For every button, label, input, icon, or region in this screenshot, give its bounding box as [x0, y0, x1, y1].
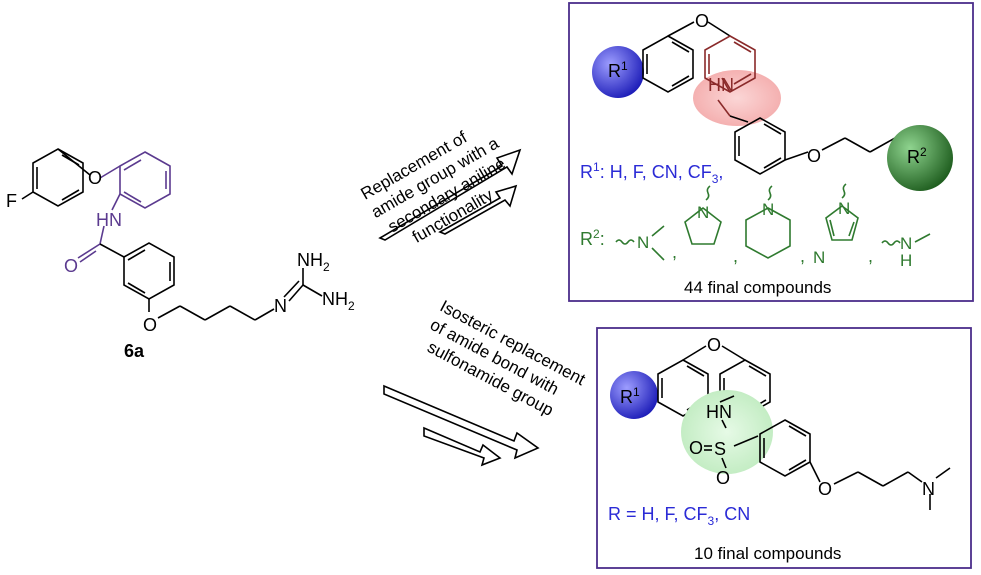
top-r2-prefix: R2: [580, 227, 605, 249]
r2-comma-4: , [868, 246, 873, 266]
lead-atom-co: O [64, 256, 78, 276]
bottom-atom-hn: HN [706, 402, 732, 422]
r2-n-pyrrolidine: N [697, 203, 709, 222]
bottom-result-box [596, 327, 972, 569]
bottom-box-structure [610, 345, 951, 510]
top-arrow-small [438, 184, 518, 235]
lead-compound [21, 148, 323, 321]
bottom-arrow-large [383, 384, 540, 460]
lead-atom-f: F [6, 191, 17, 211]
bottom-r-substituents: R = H, F, CF3, CN [608, 504, 750, 528]
bottom-atom-ether-o: O [818, 479, 832, 499]
lead-atom-ether-o: O [143, 315, 157, 335]
lead-atom-n: N [274, 296, 287, 316]
top-r1-label: R1 [608, 59, 628, 81]
r2-comma-3: , [800, 246, 805, 266]
r2-option-dimethylamine [615, 225, 665, 261]
lead-atom-nh: HN [96, 210, 122, 230]
r2-comma-1: , [672, 242, 677, 262]
compound-label-6a: 6a [124, 341, 145, 361]
bottom-atom-o1: O [689, 438, 703, 458]
lead-atom-nh2-top: NH2 [297, 250, 330, 274]
bottom-r1-label: R1 [620, 385, 640, 407]
top-box-structure [592, 21, 953, 191]
top-r2-label: R2 [907, 145, 927, 167]
r2-option-pyrrolidine [684, 185, 722, 245]
bottom-atom-n: N [922, 479, 935, 499]
r2-n-dimethyl: N [637, 233, 649, 252]
r2-h-methylamine: H [900, 251, 912, 270]
bottom-route-caption: Isosteric replacement of amide bond with… [424, 297, 588, 420]
bottom-atom-s: S [714, 439, 726, 459]
r2-n-methylamine: N [900, 234, 912, 253]
top-atom-ether-o: O [807, 146, 821, 166]
top-atom-o: O [695, 11, 709, 31]
lead-atom-nh2-bot: NH2 [322, 289, 355, 313]
top-arrow-large [378, 148, 522, 241]
top-atom-hn: HN [708, 75, 734, 95]
r2-n-piperidine: N [762, 200, 774, 219]
r2-option-piperidine [745, 185, 791, 259]
r2-option-methylamine [881, 233, 931, 246]
top-compound-count: 44 final compounds [684, 278, 831, 297]
bottom-arrow-small [423, 426, 502, 467]
bottom-atom-o2: O [716, 468, 730, 488]
top-r1-substituents: R1: H, F, CN, CF3, [580, 160, 723, 186]
r2-n-imidazole-3: N [813, 248, 825, 267]
r2-option-imidazole [825, 183, 859, 241]
r2-n-imidazole-1: N [838, 199, 850, 218]
bottom-compound-count: 10 final compounds [694, 544, 841, 563]
lead-atom-o: O [88, 168, 102, 188]
r2-comma-2: , [733, 246, 738, 266]
bottom-atom-o: O [707, 335, 721, 355]
